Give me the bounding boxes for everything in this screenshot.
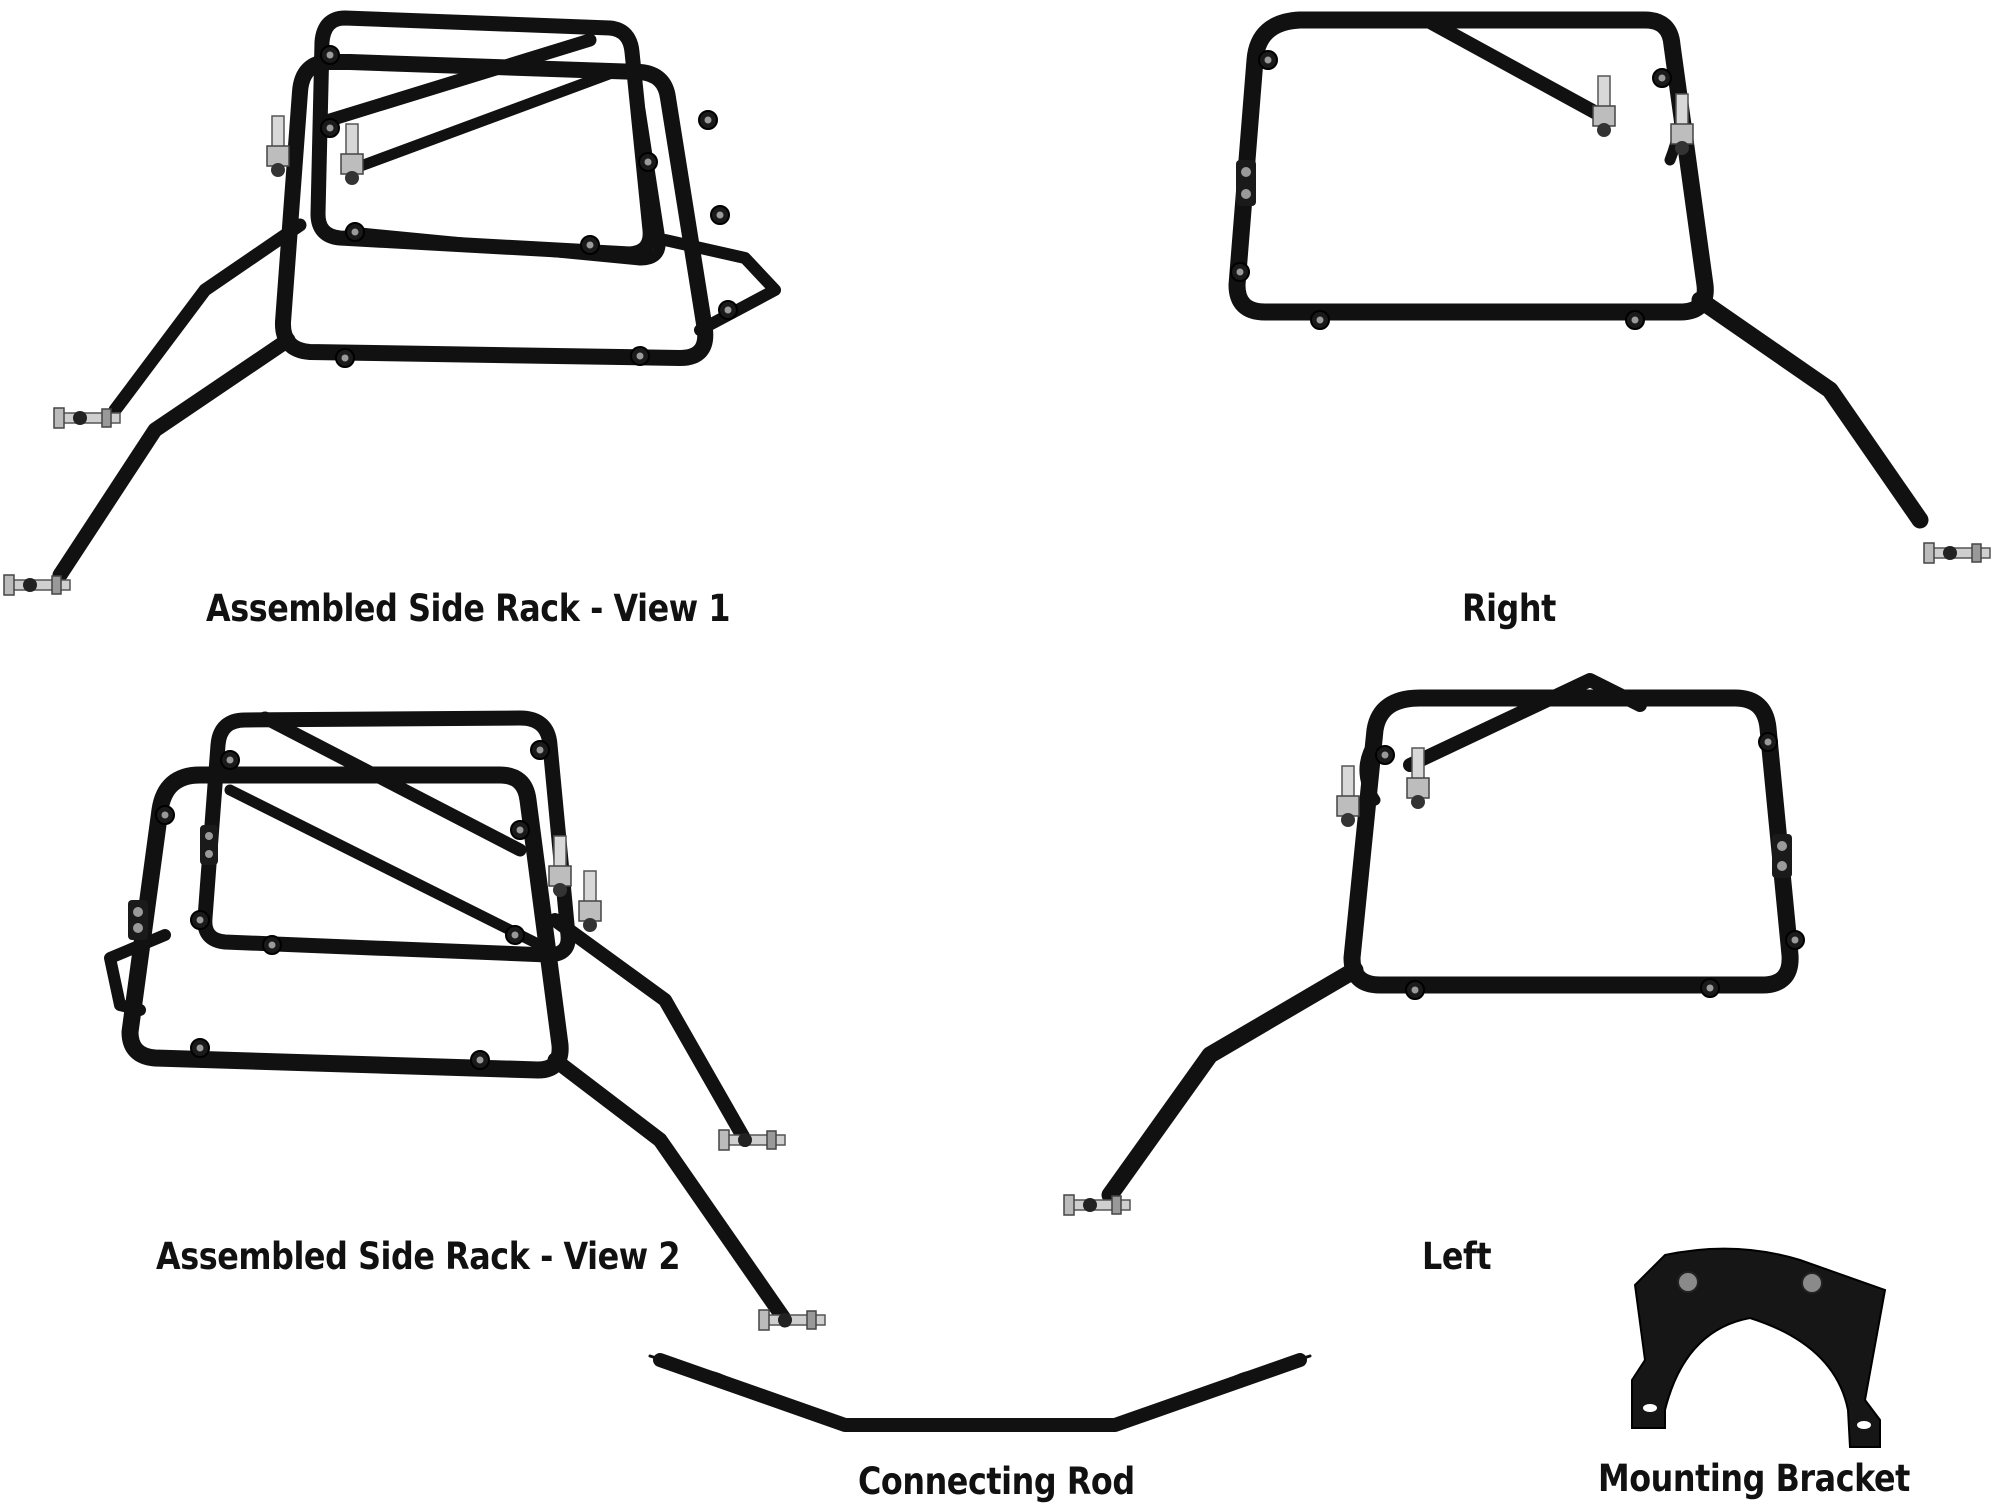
label-assembled-side-rack-view2: Assembled Side Rack - View 2 [156,1235,681,1278]
right-rack-illustration [1228,11,1991,564]
left-rack-illustration [1063,673,1805,1216]
connecting-rod-illustration [648,1353,1312,1432]
assembled-side-rack-view2-illustration [104,710,826,1331]
label-right: Right [1462,587,1556,630]
label-connecting-rod: Connecting Rod [858,1460,1135,1503]
mounting-bracket-illustration [1631,1247,1887,1448]
label-assembled-side-rack-view1: Assembled Side Rack - View 1 [206,587,731,630]
assembled-side-rack-view1-illustration [3,10,781,596]
label-left: Left [1422,1235,1492,1278]
label-mounting-bracket: Mounting Bracket [1598,1457,1910,1500]
